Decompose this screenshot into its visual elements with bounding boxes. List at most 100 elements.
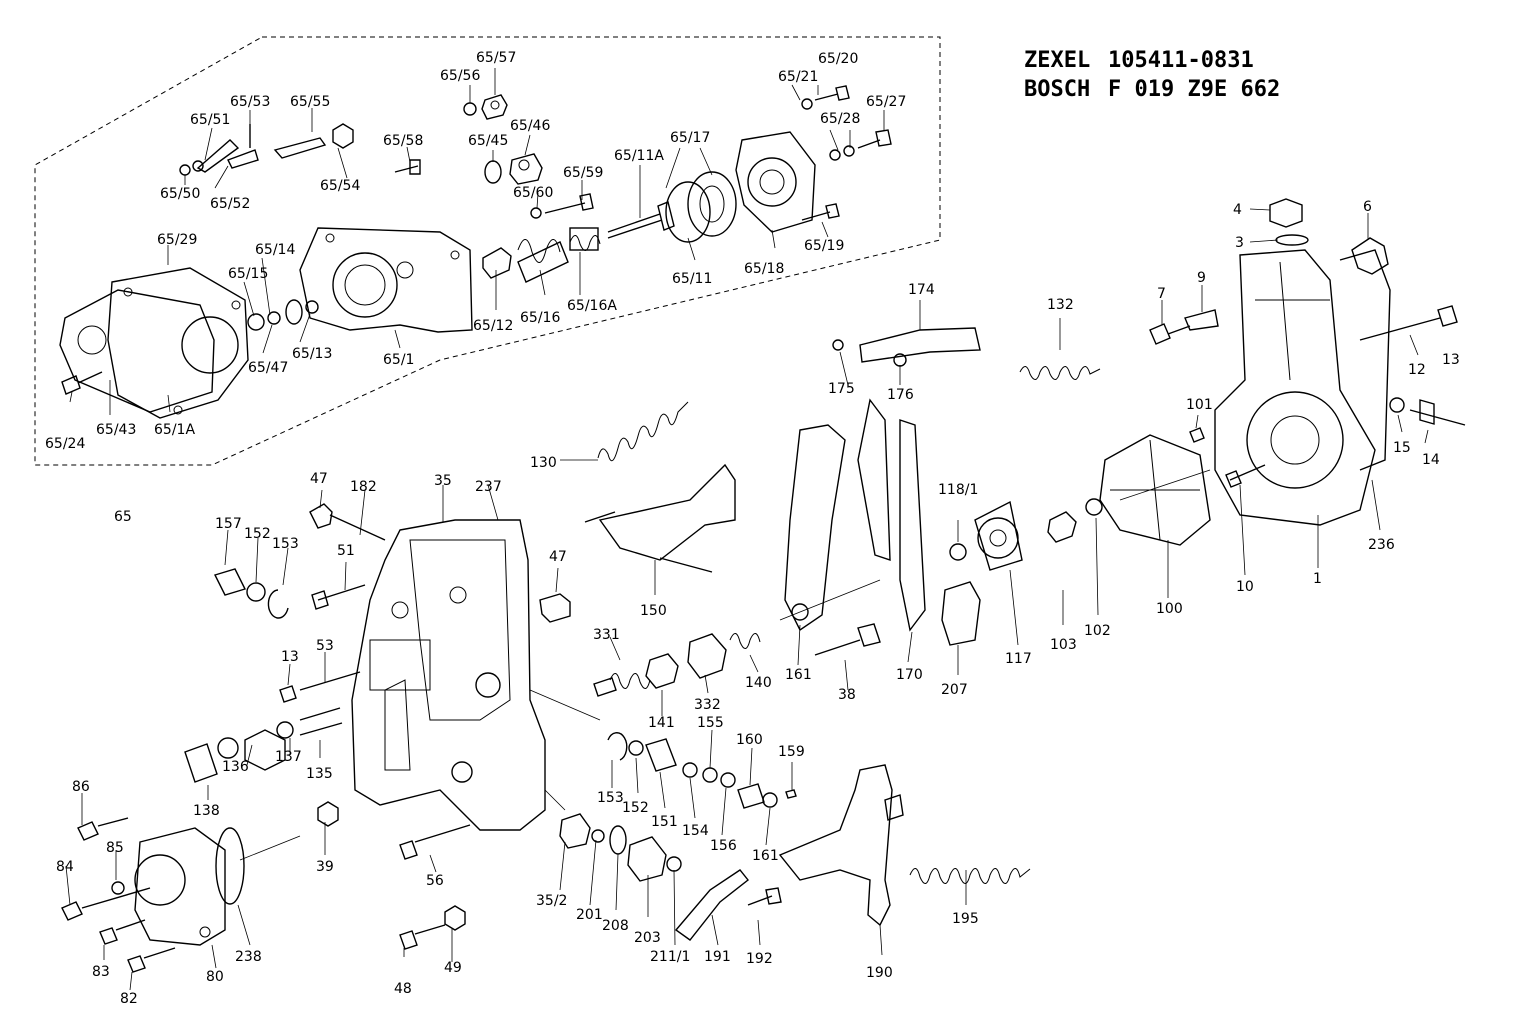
- callout-label: 236: [1368, 537, 1395, 553]
- callout-label: 7: [1157, 286, 1166, 302]
- callout-label: 65/14: [255, 242, 295, 258]
- callout-label: 13: [281, 649, 299, 665]
- callout-label: 156: [710, 838, 737, 854]
- callout-label: 65/20: [818, 51, 858, 67]
- callout-label: 137: [275, 749, 302, 765]
- callout-label: 159: [778, 744, 805, 760]
- header-brand-bosch: BOSCH: [1024, 77, 1090, 102]
- callout-label: 238: [235, 949, 262, 965]
- callout-label: 170: [896, 667, 923, 683]
- callout-label: 65/53: [230, 94, 270, 110]
- callout-label: 211/1: [650, 949, 690, 965]
- group-65-label: 65: [114, 509, 132, 525]
- callout-label: 65/45: [468, 133, 508, 149]
- callout-label: 65/29: [157, 232, 197, 248]
- callout-label: 174: [908, 282, 935, 298]
- header-number-zexel: 105411-0831: [1108, 48, 1254, 73]
- main-assembly-parts: [61, 198, 1466, 973]
- callout-label: 6: [1363, 199, 1372, 215]
- callout-label: 65/54: [320, 178, 360, 194]
- callout-label: 175: [828, 381, 855, 397]
- callout-label: 51: [337, 543, 355, 559]
- callout-label: 161: [752, 848, 779, 864]
- callout-label: 1: [1313, 571, 1322, 587]
- callout-label: 141: [648, 715, 675, 731]
- callout-label: 332: [694, 697, 721, 713]
- callout-label: 208: [602, 918, 629, 934]
- header-number-bosch: F 019 Z9E 662: [1108, 77, 1280, 102]
- callout-label: 152: [244, 526, 271, 542]
- callout-label: 65/59: [563, 165, 603, 181]
- callout-label: 130: [530, 455, 557, 471]
- callout-label: 48: [394, 981, 412, 997]
- callout-label: 65/50: [160, 186, 200, 202]
- callout-label: 65/18: [744, 261, 784, 277]
- callout-label: 207: [941, 682, 968, 698]
- callout-label: 201: [576, 907, 603, 923]
- callout-label: 65/12: [473, 318, 513, 334]
- callout-label: 190: [866, 965, 893, 981]
- callout-label: 65/57: [476, 50, 516, 66]
- callout-label: 150: [640, 603, 667, 619]
- callout-label: 154: [682, 823, 709, 839]
- callout-label: 153: [272, 536, 299, 552]
- callout-label: 101: [1186, 397, 1213, 413]
- callout-label: 53: [316, 638, 334, 654]
- callout-label: 65/17: [670, 130, 710, 146]
- callout-label: 65/60: [513, 185, 553, 201]
- callout-label: 56: [426, 873, 444, 889]
- callout-label: 65/15: [228, 266, 268, 282]
- callout-label: 3: [1235, 235, 1244, 251]
- callout-label: 13: [1442, 352, 1460, 368]
- callout-label: 65/16A: [567, 298, 617, 314]
- callout-label: 47: [310, 471, 328, 487]
- callout-label: 152: [622, 800, 649, 816]
- callout-label: 191: [704, 949, 731, 965]
- callout-label: 65/55: [290, 94, 330, 110]
- callout-label: 138: [193, 803, 220, 819]
- callout-label: 65/51: [190, 112, 230, 128]
- callout-label: 14: [1422, 452, 1440, 468]
- callout-label: 15: [1393, 440, 1411, 456]
- callout-label: 117: [1005, 651, 1032, 667]
- callout-label: 100: [1156, 601, 1183, 617]
- callout-label: 136: [222, 759, 249, 775]
- callout-label: 65/28: [820, 111, 860, 127]
- callout-label: 118/1: [938, 482, 978, 498]
- callout-label: 65/47: [248, 360, 288, 376]
- callout-label: 65/1A: [154, 422, 195, 438]
- callout-label: 203: [634, 930, 661, 946]
- callout-label: 151: [651, 814, 678, 830]
- callout-label: 82: [120, 991, 138, 1007]
- callout-label: 65/16: [520, 310, 560, 326]
- callout-label: 135: [306, 766, 333, 782]
- callout-label: 35/2: [536, 893, 567, 909]
- callout-label: 65/11A: [614, 148, 664, 164]
- header-brand-zexel: ZEXEL: [1024, 48, 1090, 73]
- callout-label: 39: [316, 859, 334, 875]
- callout-label: 140: [745, 675, 772, 691]
- callout-label: 65/19: [804, 238, 844, 254]
- header-part-numbers: ZEXEL 105411-0831 BOSCH F 019 Z9E 662: [1024, 48, 1280, 102]
- callout-label: 38: [838, 687, 856, 703]
- callout-label: 102: [1084, 623, 1111, 639]
- callout-label: 65/1: [383, 352, 414, 368]
- callout-label: 80: [206, 969, 224, 985]
- callout-label: 4: [1233, 202, 1242, 218]
- callout-label: 195: [952, 911, 979, 927]
- callout-label: 84: [56, 859, 74, 875]
- callout-label: 65/46: [510, 118, 550, 134]
- callout-label: 65/56: [440, 68, 480, 84]
- callout-label: 161: [785, 667, 812, 683]
- callout-label: 176: [887, 387, 914, 403]
- callout-label: 65/13: [292, 346, 332, 362]
- callout-label: 237: [475, 479, 502, 495]
- callout-label: 65/58: [383, 133, 423, 149]
- callout-label: 153: [597, 790, 624, 806]
- callout-label: 331: [593, 627, 620, 643]
- callout-labels: 65/57 65/56 65/53 65/55 65/51 65/58 65/4…: [45, 50, 1460, 1007]
- callout-label: 160: [736, 732, 763, 748]
- callout-label: 65/52: [210, 196, 250, 212]
- callout-label: 65/27: [866, 94, 906, 110]
